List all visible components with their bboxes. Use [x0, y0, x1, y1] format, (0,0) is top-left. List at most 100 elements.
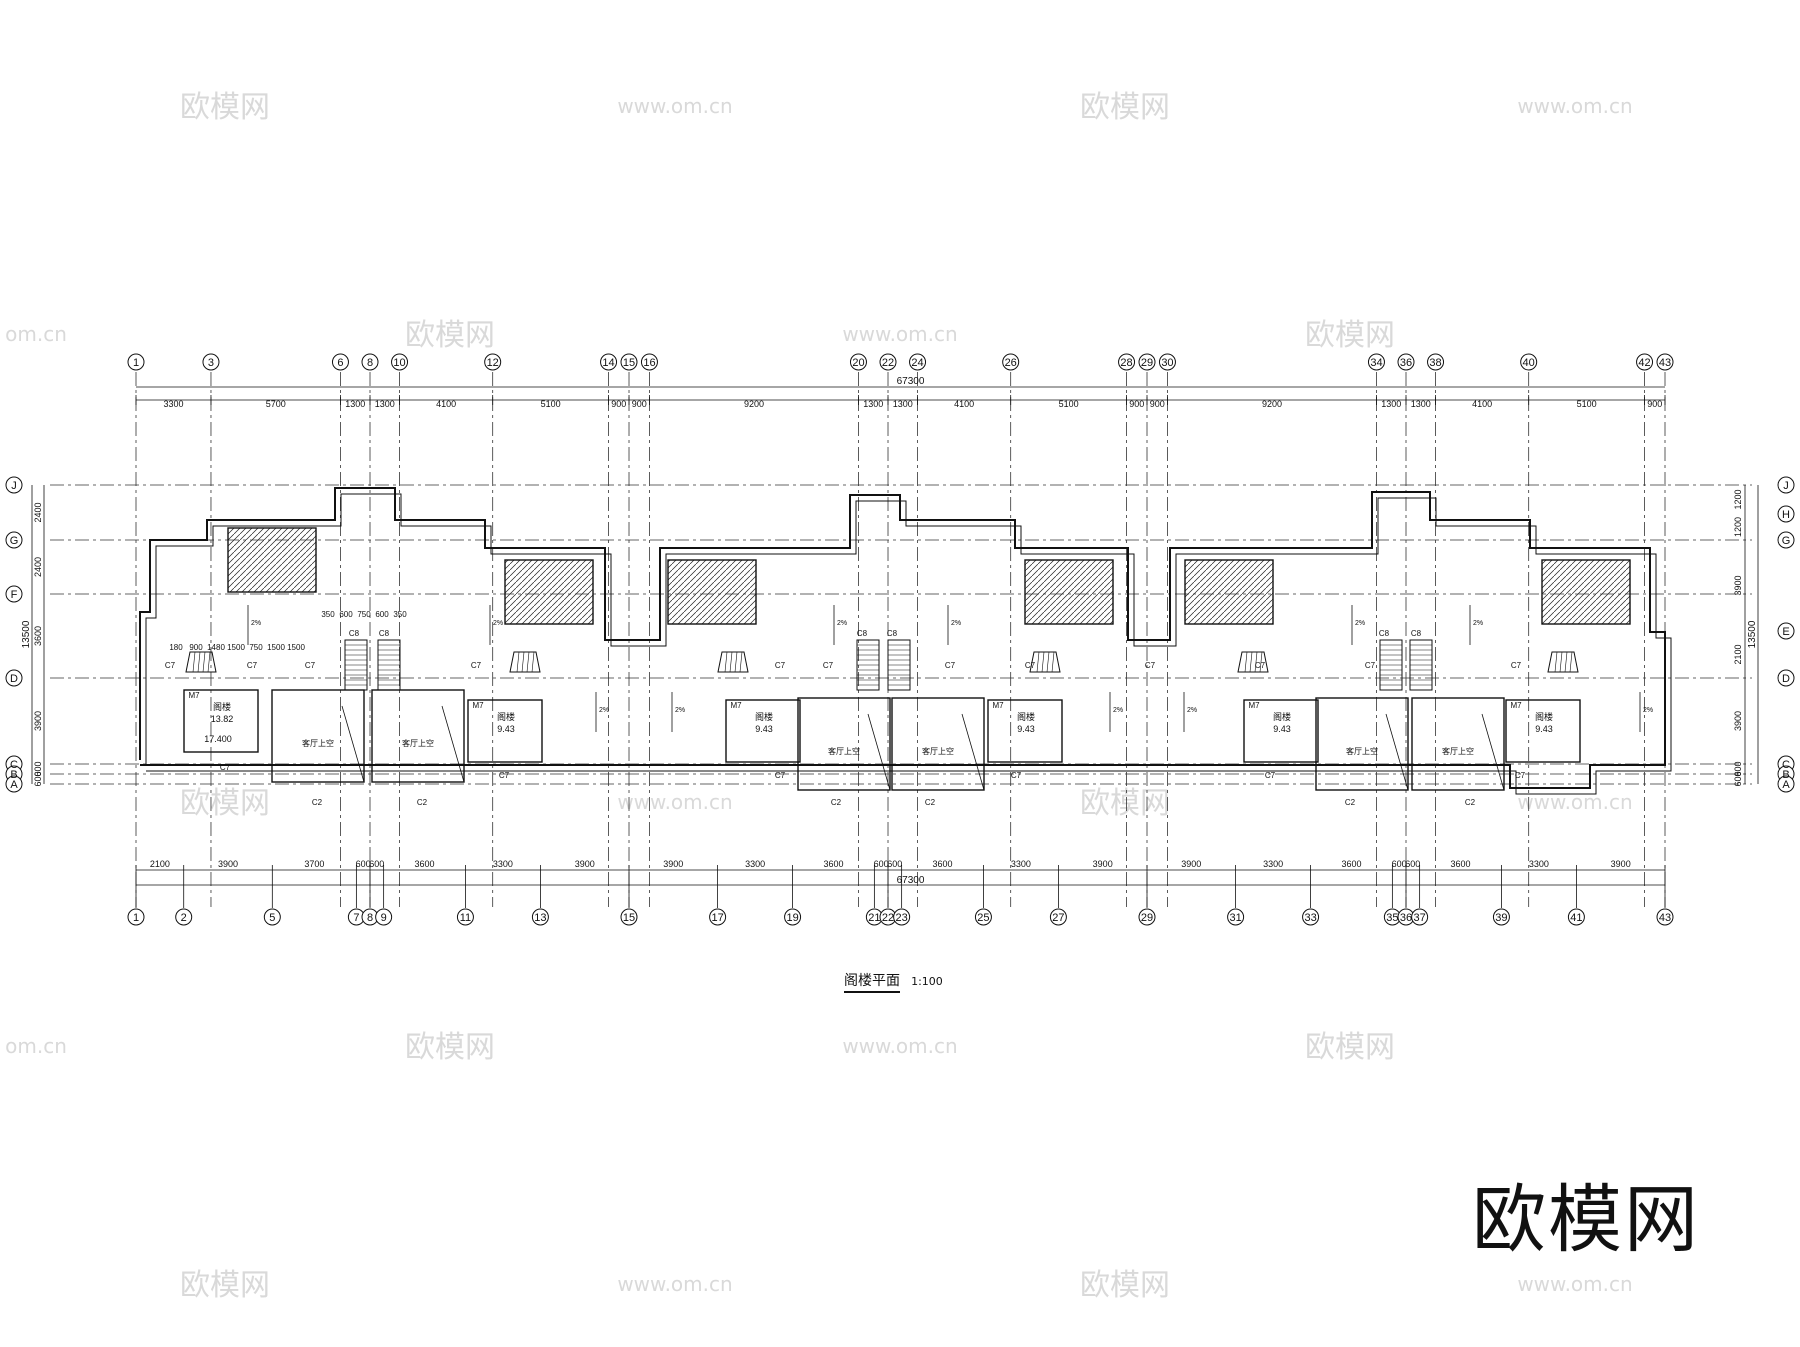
- axis-bubble-right: [1777, 505, 1795, 523]
- dimension-text-right: 600: [1733, 771, 1743, 786]
- room-label-attic: 阁楼: [1017, 711, 1035, 722]
- chimney: [1029, 651, 1061, 673]
- window-label-c7: C7: [247, 661, 258, 670]
- room-label-living-upper: 客厅上空: [402, 738, 434, 748]
- dimension-text-left: 3600: [33, 626, 43, 646]
- dimension-text-bottom: 3600: [1341, 859, 1361, 869]
- axis-label-bottom: 25: [977, 912, 989, 924]
- chimney-line: [1041, 651, 1045, 673]
- skylight-panel: [504, 559, 594, 625]
- chimney-line: [729, 651, 733, 673]
- stair-block: [377, 639, 401, 691]
- chimney: [1237, 651, 1269, 673]
- axis-label-bottom: 7: [353, 912, 359, 924]
- axis-label-bottom: 8: [367, 912, 373, 924]
- axis-bubble-bottom: [1302, 908, 1320, 926]
- detail-dimension: 350: [321, 610, 335, 619]
- drawing-title: 阁楼平面: [844, 973, 900, 993]
- axis-bubble-right: [1777, 476, 1795, 494]
- window-label-c8: C8: [1411, 629, 1422, 638]
- slope-arrow: 2%: [247, 605, 261, 645]
- void-outline: [1315, 697, 1409, 791]
- axis-label-bottom: 22: [882, 912, 894, 924]
- dimension-text-top: 1300: [863, 399, 883, 409]
- window-label-c2: C2: [1345, 798, 1356, 807]
- bottom-total-dimension: 67300: [897, 875, 925, 886]
- watermark-brand: 欧模网: [180, 1268, 270, 1303]
- window-label-c7: C7: [823, 661, 834, 670]
- axis-label-top: 16: [643, 357, 655, 369]
- dimension-text-bottom: 3900: [1611, 859, 1631, 869]
- stair-block: [344, 639, 368, 691]
- window-label-c7: C7: [1265, 771, 1276, 780]
- chimney-line: [1249, 651, 1253, 673]
- void-outline: [271, 689, 365, 783]
- axis-label-top: 3: [208, 357, 214, 369]
- slope-arrow: 2%: [1109, 692, 1123, 732]
- door-label-m7: M7: [992, 701, 1004, 710]
- slope-label: 2%: [1355, 620, 1365, 627]
- watermark-url: om.cn: [5, 1034, 67, 1058]
- stair-block: [1409, 639, 1433, 691]
- room-area: 9.43: [755, 724, 773, 734]
- chimney-outline: [185, 651, 217, 673]
- axis-label-bottom: 31: [1229, 912, 1241, 924]
- drawing-title-block: 阁楼平面 1:100: [844, 970, 943, 993]
- chimney-line: [516, 651, 520, 673]
- slope-arrow: 2%: [947, 605, 961, 645]
- dimension-text-right: 3900: [1733, 575, 1743, 595]
- dimension-text-top: 5100: [1577, 399, 1597, 409]
- axis-label-top: 12: [487, 357, 499, 369]
- skylight-panel: [227, 527, 317, 593]
- dimension-text-top: 9200: [1262, 399, 1282, 409]
- dimension-text-top: 900: [632, 399, 647, 409]
- dimension-text-bottom: 600: [874, 859, 889, 869]
- dimension-text-right: 1200: [1733, 517, 1743, 537]
- slope-label: 2%: [675, 707, 685, 714]
- dimension-text-top: 1300: [375, 399, 395, 409]
- detail-dimension: 600: [375, 610, 389, 619]
- room-outline: [1505, 699, 1581, 763]
- watermark-brand: 欧模网: [1080, 1268, 1170, 1303]
- detail-dimension: 1500: [267, 643, 285, 652]
- slope-arrow: 2%: [1469, 605, 1483, 645]
- window-label-c7: C7: [1145, 661, 1156, 670]
- axis-label-top: 30: [1161, 357, 1173, 369]
- axis-bubble-bottom: [1049, 908, 1067, 926]
- chimney-line: [526, 651, 530, 673]
- window-label-c8: C8: [349, 629, 360, 638]
- dimension-text-bottom: 3300: [1011, 859, 1031, 869]
- slope-label: 2%: [1187, 707, 1197, 714]
- room-outline: [1243, 699, 1319, 763]
- dimension-text-top: 900: [611, 399, 626, 409]
- axis-bubble-top: [1520, 353, 1538, 371]
- dimension-text-top: 5100: [541, 399, 561, 409]
- axis-bubble-top: [640, 353, 658, 371]
- watermark-url: www.om.cn: [842, 1034, 957, 1058]
- slope-label: 2%: [599, 707, 609, 714]
- chimney-outline: [1237, 651, 1269, 673]
- dimension-text-bottom: 3300: [1263, 859, 1283, 869]
- axis-bubble-left: [5, 531, 23, 549]
- watermark-brand: 欧模网: [405, 318, 495, 353]
- axis-bubble-left: [5, 476, 23, 494]
- axis-bubble-bottom: [456, 908, 474, 926]
- axis-label-top: 15: [623, 357, 635, 369]
- chimney-line: [197, 651, 201, 673]
- stair-block: [887, 639, 911, 691]
- watermark-brand: 欧模网: [180, 90, 270, 125]
- axis-label-right: J: [1783, 480, 1789, 492]
- room-outline: [987, 699, 1063, 763]
- window-label-c8: C8: [857, 629, 868, 638]
- slope-arrow: 2%: [489, 605, 503, 645]
- detail-dimension: 1500: [227, 643, 245, 652]
- dimension-text-bottom: 600: [356, 859, 371, 869]
- room-label-attic: 阁楼: [497, 711, 515, 722]
- watermark-url: www.om.cn: [1517, 94, 1632, 118]
- dimension-text-top: 9200: [744, 399, 764, 409]
- chimney-outline: [1547, 651, 1579, 673]
- room-area: 9.43: [1017, 724, 1035, 734]
- axis-label-right: E: [1782, 626, 1789, 638]
